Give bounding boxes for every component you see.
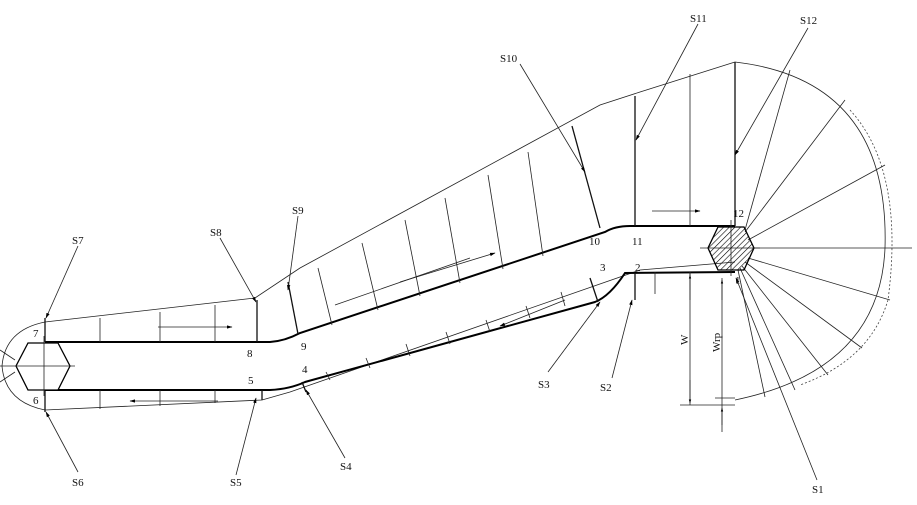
key-section-lines [44, 62, 736, 412]
dim-label-w: W [679, 334, 691, 345]
label-s4: S4 [340, 461, 352, 473]
outer-outline [1, 61, 893, 411]
node-10: 10 [589, 236, 601, 248]
leader-lines [45, 23, 818, 481]
label-s7: S7 [72, 235, 84, 247]
node-2: 2 [635, 262, 641, 274]
right-pulley [700, 220, 760, 276]
node-7: 7 [33, 328, 39, 340]
node-8: 8 [247, 348, 253, 360]
dimension-wrp [715, 278, 735, 432]
node-4: 4 [302, 364, 308, 376]
dim-label-wrp: Wrp [711, 332, 723, 352]
label-s8: S8 [210, 227, 222, 239]
label-s10: S10 [500, 53, 518, 65]
node-9: 9 [301, 341, 307, 353]
belt-path [45, 225, 736, 391]
left-pulley [0, 336, 75, 396]
label-s1: S1 [812, 484, 824, 496]
label-s12: S12 [800, 15, 817, 27]
label-s3: S3 [538, 379, 550, 391]
node-5: 5 [248, 375, 254, 387]
node-3: 3 [600, 262, 606, 274]
node-11: 11 [632, 236, 643, 248]
label-s9: S9 [292, 205, 304, 217]
dimension-w [680, 272, 735, 406]
direction-arrows [129, 209, 701, 403]
label-s2: S2 [600, 382, 612, 394]
node-6: 6 [33, 395, 39, 407]
label-s6: S6 [72, 477, 84, 489]
node-12: 12 [733, 208, 744, 220]
label-s11: S11 [690, 13, 707, 25]
section-dividers [99, 74, 691, 409]
node-1: 1 [735, 275, 741, 287]
pulley-fan-rays [737, 69, 912, 398]
label-s5: S5 [230, 477, 242, 489]
